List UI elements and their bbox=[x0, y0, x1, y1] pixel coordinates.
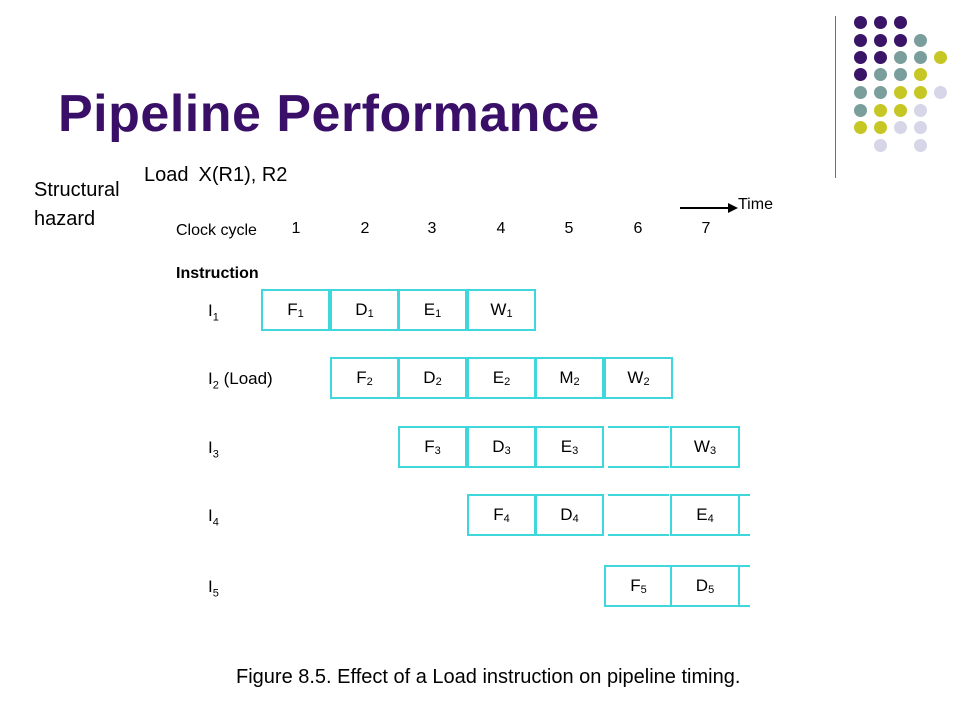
decorative-dot bbox=[914, 104, 927, 117]
decorative-dot bbox=[914, 86, 927, 99]
decorative-dot bbox=[854, 68, 867, 81]
cycle-number-5: 5 bbox=[564, 220, 574, 237]
decorative-dot bbox=[874, 139, 887, 152]
decorative-dot bbox=[934, 86, 947, 99]
decorative-dot bbox=[894, 16, 907, 29]
decorative-dot bbox=[854, 51, 867, 64]
decorative-dot bbox=[874, 51, 887, 64]
side-note-line-2: hazard bbox=[34, 208, 96, 230]
decorative-dot bbox=[874, 16, 887, 29]
decorative-dot bbox=[894, 86, 907, 99]
decorative-dot bbox=[914, 121, 927, 134]
decorative-dot bbox=[894, 68, 907, 81]
decorative-dot bbox=[854, 121, 867, 134]
cycle-number-3: 3 bbox=[427, 220, 437, 237]
decorative-dot bbox=[874, 121, 887, 134]
instruction-label-1: I1 bbox=[208, 301, 219, 324]
decorative-dot-grid bbox=[0, 0, 960, 180]
decorative-dot bbox=[874, 68, 887, 81]
structural-hazard-note: Structural hazard bbox=[34, 176, 120, 234]
cycle-number-6: 6 bbox=[633, 220, 643, 237]
decorative-dot bbox=[874, 86, 887, 99]
cycle-number-7: 7 bbox=[701, 220, 711, 237]
instruction-label-4: I4 bbox=[208, 506, 219, 529]
instruction-header: Instruction bbox=[176, 265, 259, 282]
decorative-dot bbox=[894, 51, 907, 64]
continuation-segment bbox=[738, 494, 750, 536]
decorative-dot bbox=[894, 104, 907, 117]
time-arrow-icon bbox=[680, 203, 738, 213]
instruction-label-3: I3 bbox=[208, 438, 219, 461]
side-note-line-1: Structural bbox=[34, 179, 120, 201]
decorative-dot bbox=[854, 16, 867, 29]
decorative-dot bbox=[874, 34, 887, 47]
time-label: Time bbox=[738, 196, 773, 213]
load-args: X(R1), R2 bbox=[198, 164, 288, 186]
decorative-dot bbox=[914, 139, 927, 152]
cycle-number-2: 2 bbox=[360, 220, 370, 237]
continuation-segment bbox=[738, 565, 750, 607]
cycle-number-4: 4 bbox=[496, 220, 506, 237]
load-instruction-note: Load X(R1), R2 bbox=[144, 164, 287, 187]
instruction-label-5: I5 bbox=[208, 577, 219, 600]
decorative-dot bbox=[914, 34, 927, 47]
decorative-dot bbox=[934, 51, 947, 64]
stall-cycle bbox=[608, 426, 669, 468]
decorative-dot bbox=[854, 34, 867, 47]
figure-caption: Figure 8.5. Effect of a Load instruction… bbox=[236, 666, 741, 688]
vertical-divider bbox=[835, 16, 836, 178]
slide-title: Pipeline Performance bbox=[58, 85, 600, 143]
decorative-dot bbox=[894, 121, 907, 134]
decorative-dot bbox=[914, 51, 927, 64]
instruction-label-2: I2 (Load) bbox=[208, 369, 273, 392]
cycle-number-1: 1 bbox=[291, 220, 301, 237]
decorative-dot bbox=[894, 34, 907, 47]
stall-cycle bbox=[608, 494, 669, 536]
load-op: Load bbox=[144, 164, 189, 186]
decorative-dot bbox=[854, 104, 867, 117]
clock-cycle-label: Clock cycle bbox=[176, 222, 257, 239]
decorative-dot bbox=[874, 104, 887, 117]
decorative-dot bbox=[854, 86, 867, 99]
decorative-dot bbox=[914, 68, 927, 81]
